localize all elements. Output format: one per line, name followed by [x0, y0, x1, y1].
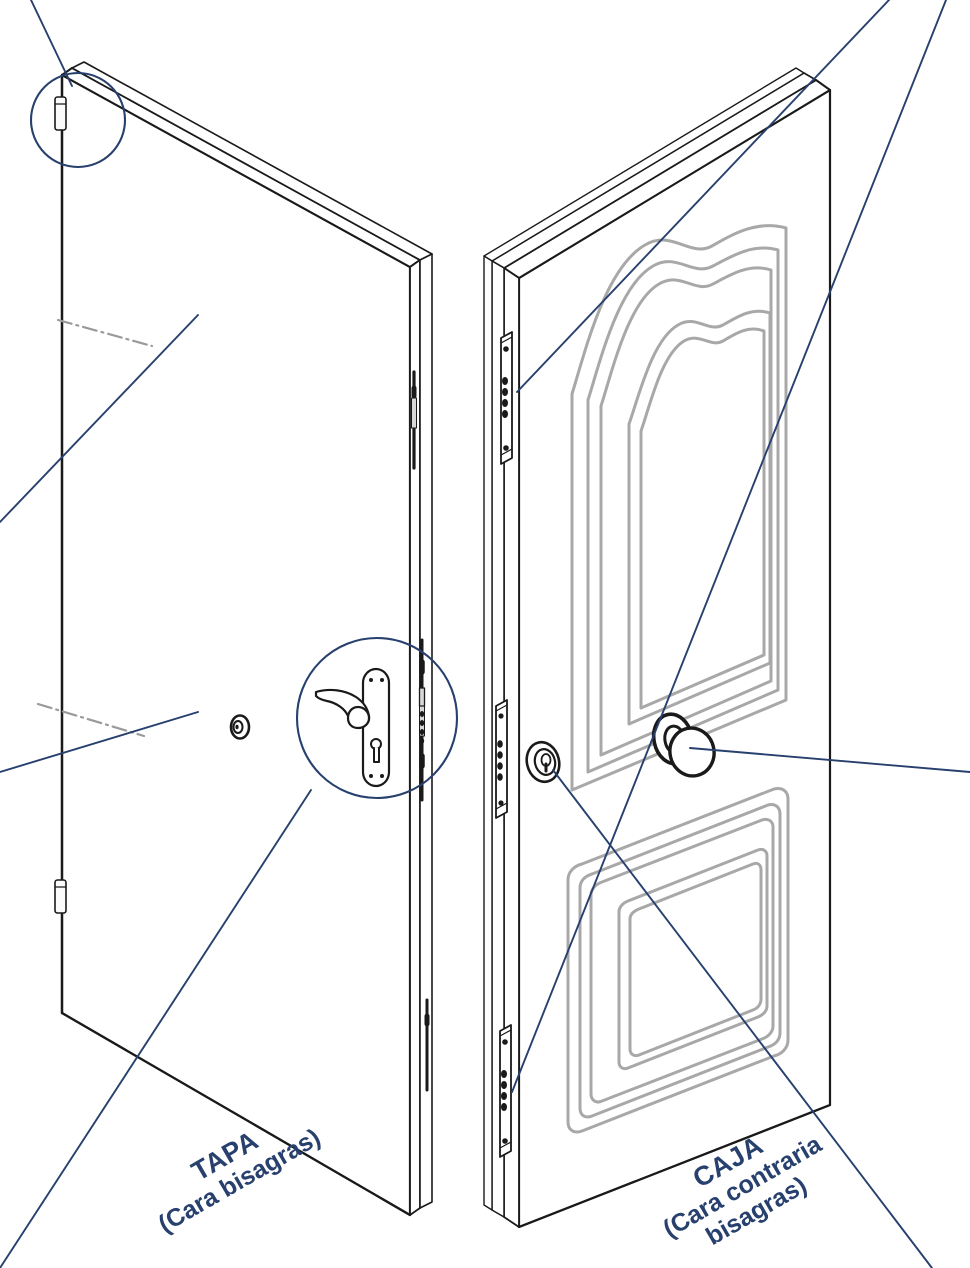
- centerline-upper: [56, 318, 154, 348]
- right-door-knob: [651, 712, 716, 778]
- leader-hinge-plate-bottom: [511, 0, 947, 1093]
- leader-centerline-upper: [0, 314, 199, 523]
- left-door-leaf: [60, 61, 433, 1217]
- leader-handle-detail: [0, 789, 312, 1268]
- left-door-hinge-bottom: [54, 879, 67, 914]
- left-door-hinge-top: [54, 96, 67, 131]
- handle-detail-circle: [295, 636, 459, 800]
- leader-hinge-detail: [30, 0, 73, 87]
- right-door-key-cylinder: [525, 740, 561, 784]
- right-door-hinge-plate-top: [500, 331, 513, 465]
- right-door-embossed-panels: [566, 224, 790, 1134]
- leader-centerline-lower: [0, 711, 199, 773]
- centerline-lower: [36, 702, 146, 738]
- lever-handle-detail: [314, 658, 426, 788]
- leader-hinge-plate-top: [516, 0, 890, 393]
- leader-cylinder: [552, 769, 933, 1268]
- left-door-peephole: [229, 714, 251, 740]
- right-door-hinge-plate-bottom: [499, 1024, 512, 1158]
- leader-knob: [689, 747, 970, 773]
- right-door-hinge-plate-mid: [495, 699, 508, 819]
- right-door-leaf: [483, 67, 832, 1229]
- hinge-detail-circle: [29, 71, 127, 169]
- detail-callouts: [29, 71, 459, 800]
